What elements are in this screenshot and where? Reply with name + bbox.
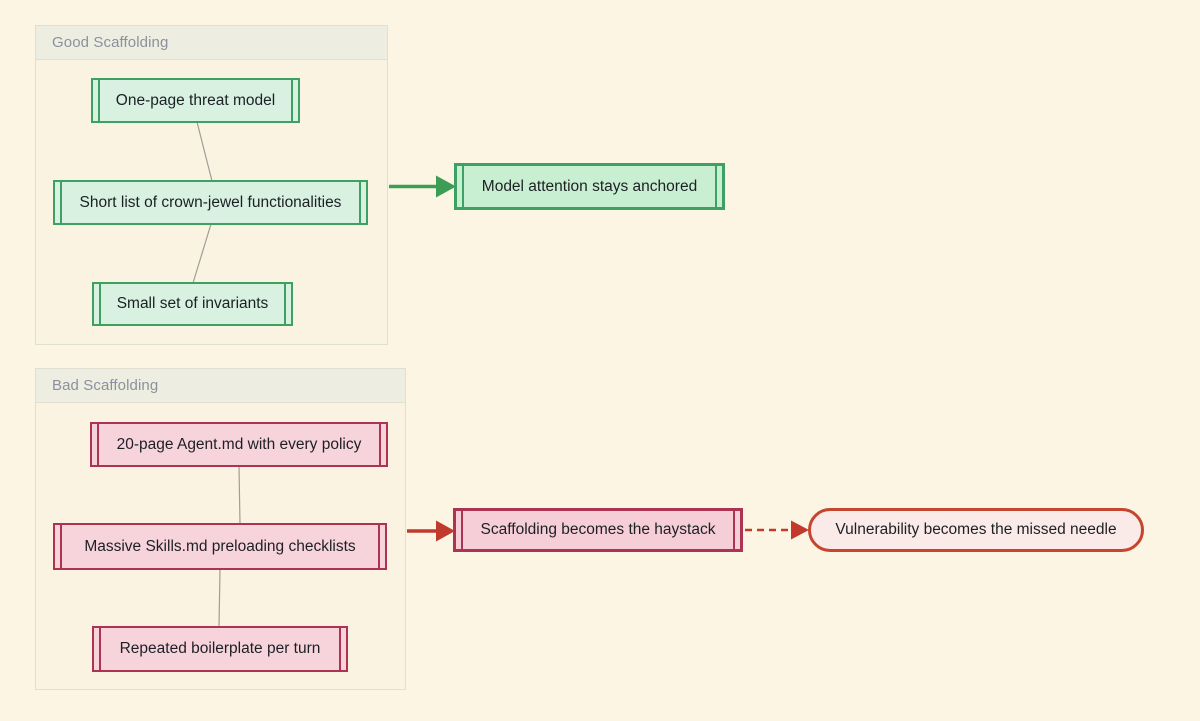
node-crown-jewel-functionalities: Short list of crown-jewel functionalitie… (53, 180, 368, 225)
arrow-bad-result-head (791, 520, 809, 540)
node-20-page-agent-md: 20-page Agent.md with every policy (90, 422, 388, 467)
node-label: One-page threat model (115, 91, 276, 109)
node-label: Small set of invariants (116, 295, 269, 312)
subgraph-bad-title: Bad Scaffolding (52, 377, 159, 394)
node-massive-skills-md: Massive Skills.md preloading checklists (53, 523, 387, 570)
node-vulnerability-missed-needle: Vulnerability becomes the missed needle (808, 508, 1144, 552)
node-scaffolding-haystack: Scaffolding becomes the haystack (453, 508, 743, 552)
node-one-page-threat-model: One-page threat model (91, 78, 300, 123)
node-small-set-of-invariants: Small set of invariants (92, 282, 293, 326)
arrow-good-outcome-head (436, 175, 456, 198)
subgraph-good-title: Good Scaffolding (52, 34, 169, 51)
node-label: 20-page Agent.md with every policy (116, 435, 362, 453)
node-label: Vulnerability becomes the missed needle (835, 521, 1117, 538)
subgraph-bad-header: Bad Scaffolding (36, 369, 405, 403)
node-repeated-boilerplate: Repeated boilerplate per turn (92, 626, 348, 672)
node-label: Scaffolding becomes the haystack (480, 521, 716, 538)
node-label: Massive Skills.md preloading checklists (84, 537, 356, 555)
node-label: Short list of crown-jewel functionalitie… (79, 193, 342, 211)
subgraph-good-header: Good Scaffolding (36, 26, 387, 60)
node-label: Repeated boilerplate per turn (119, 640, 321, 657)
node-model-attention-anchored: Model attention stays anchored (454, 163, 725, 210)
node-label: Model attention stays anchored (481, 177, 698, 195)
